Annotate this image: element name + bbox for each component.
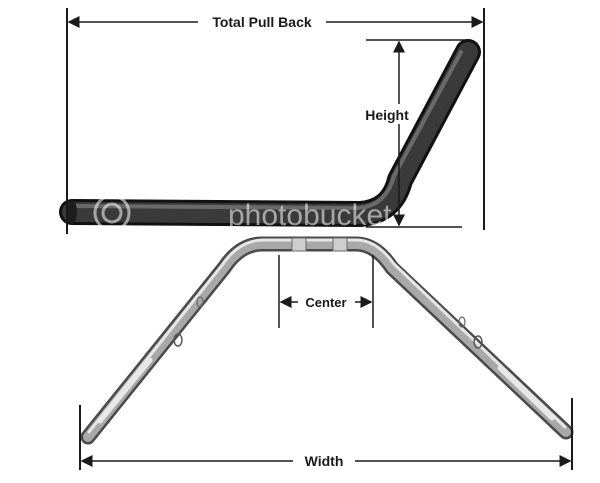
- center-label: Center: [305, 295, 346, 310]
- height-label: Height: [365, 107, 409, 123]
- front-view-handlebar: [80, 236, 574, 445]
- watermark: photobucket: [93, 194, 392, 232]
- width-label: Width: [305, 453, 344, 469]
- height-dimension: Height: [365, 39, 470, 228]
- width-dimension: Width: [79, 398, 573, 470]
- center-dimension: Center: [278, 255, 374, 328]
- side-view-handlebar: [59, 39, 481, 227]
- watermark-text: photobucket: [228, 199, 392, 232]
- total-pull-back-label: Total Pull Back: [212, 14, 312, 30]
- total-pull-back-dimension: Total Pull Back: [66, 8, 485, 234]
